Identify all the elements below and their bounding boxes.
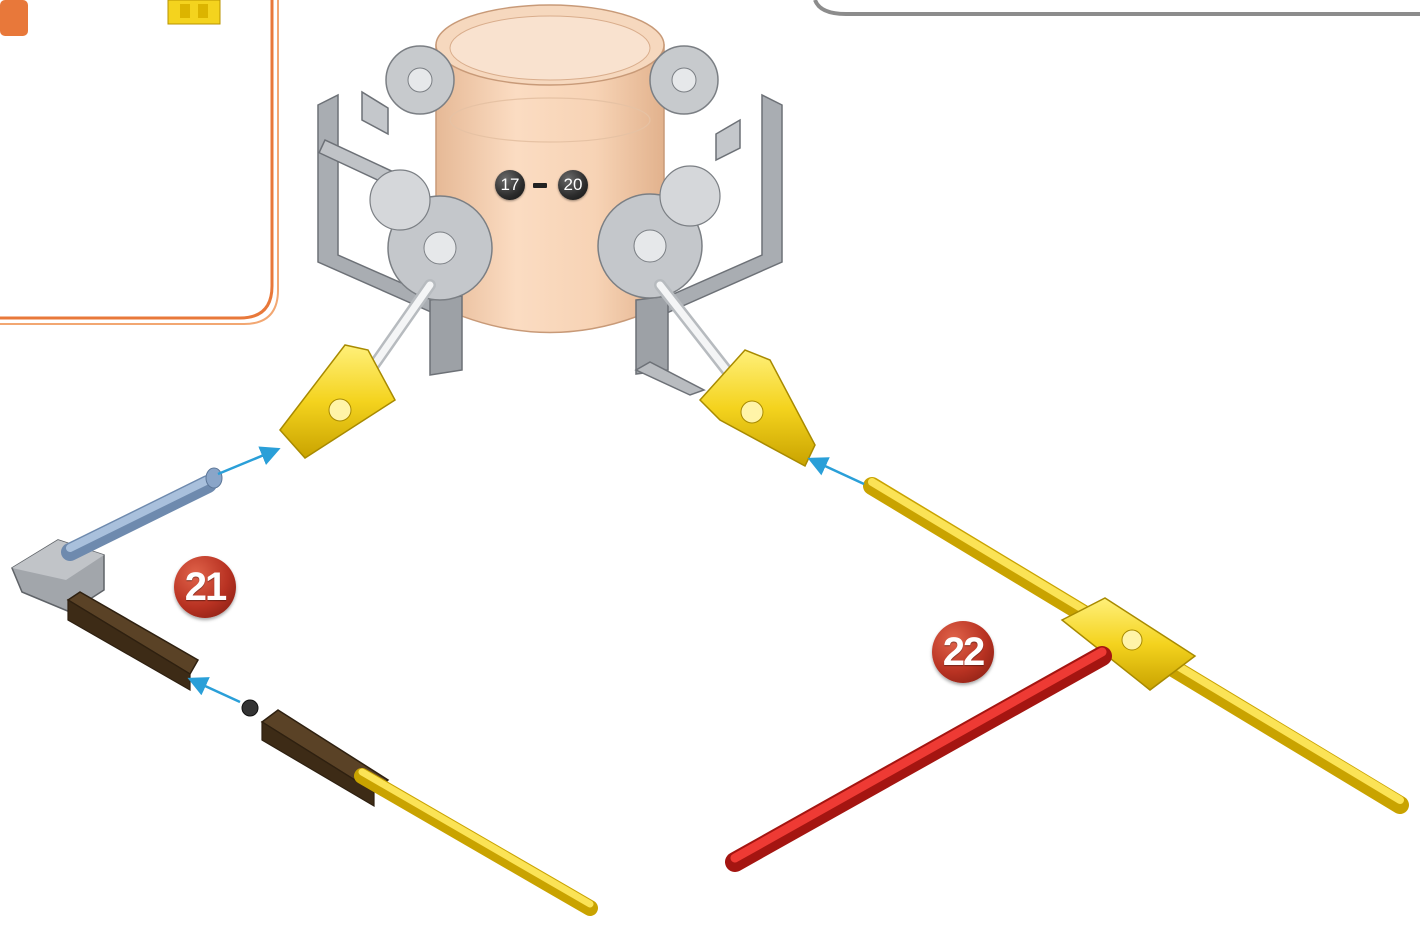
step-range-dash [533,183,547,188]
orange-tab-icon [0,0,28,36]
gray-connector-right-upper [650,46,718,114]
gray-connector-left-upper [386,46,454,114]
brown-rod-lower [242,700,388,806]
arrow-icon [192,450,864,702]
step-range-start-badge: 17 [495,170,525,200]
step-22-badge: 22 [932,621,994,683]
callout-yellow-part [168,0,220,24]
yellow-rod-left [362,772,590,908]
callout-box-gray [815,0,1420,14]
brown-rod-upper [68,592,198,690]
step-range-end-badge: 20 [558,170,588,200]
step-21-badge: 21 [174,556,236,618]
callout-box [0,0,278,324]
blue-rod [70,468,222,552]
red-rod [735,652,1102,862]
